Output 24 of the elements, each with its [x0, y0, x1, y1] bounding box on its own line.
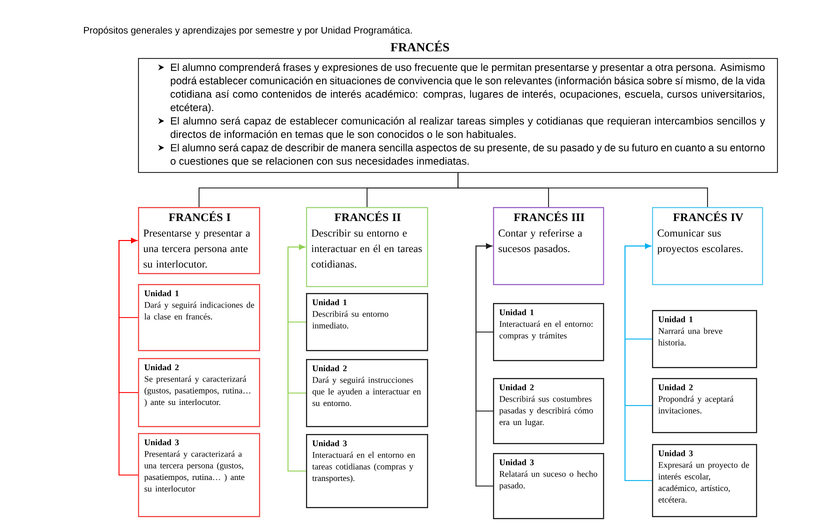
unit-box: Unidad 3 Expresará un proyecto de interés escolar, académico, artístico, etcétera.	[652, 444, 758, 518]
unit-box: Unidad 2 Se presentará y caracterizará (gustos, pasatiempos, rutina… ) ante su interlocutor.	[138, 358, 260, 428]
unit-box: Unidad 1 Narrará una breve historia.	[652, 310, 758, 368]
arrow	[118, 238, 138, 476]
unit-box: Unidad 2 Propondrá y aceptará invitaciones.	[652, 378, 758, 434]
unit-box: Unidad 2 Describirá sus costumbres pasadas y describirá cómo era un lugar.	[493, 378, 604, 444]
heading-text: Propósitos generales y aprendizajes por semestre y por Unidad Programática.	[84, 26, 412, 36]
arrow	[288, 244, 306, 472]
unit-box: Unidad 1 Interactuará en el entorno: compras y trámites	[493, 303, 604, 362]
unit-box: Unidad 3 Presentará y caracterizará a una tercera persona (gustos, pasatiempos, rutina… ) ante su interlocutor	[138, 433, 260, 518]
unit-box: Unidad 3 Interactuará en el entorno en tareas cotidianas (compras y transportes).	[306, 434, 428, 508]
semester-box: FRANCÉS II Describir su entorno e interactuar en él en tareas cotidianas.	[306, 207, 428, 288]
objectives-box: El alumno comprenderá frases y expresiones de uso frecuente que le permitan presentarse y presentar a otra persona. Asimismo podrá establecer comunicación en situaciones de convivencia que le son relevantes (información básica sobre sí mismo, de la vida cotidiana así como contenidos de interés académico: compras, lugares de interés, ocupaciones, escuela, cursos universitarios, etcétera). El alumno será capaz de establecer comunicación al realizar tareas simples y cotidianas que requieran intercambios sencillos y directos de información en temas que le son conocidos o le son habituales. El alumno será capaz de describir de manera sencilla aspectos de su presente, de su pasado y de su futuro en cuanto a su entorno o cuestiones que se relacionen con sus necesidades inmediatas.	[138, 58, 778, 173]
title: FRANCÉS	[390, 40, 449, 52]
semester-box: FRANCÉS III Contar y referirse a sucesos pasados.	[493, 207, 604, 286]
semester-box: FRANCÉS I Presentarse y presentar a una tercera persona ante su interlocutor.	[138, 207, 260, 274]
unit-box: Unidad 2 Dará y seguirá instrucciones que le ayuden a interactuar en su entorno.	[306, 359, 428, 428]
unit-box: Unidad 1 Dará y seguirá indicaciones de la clase en francés.	[138, 284, 260, 352]
arrow	[624, 243, 652, 481]
semester-box: FRANCÉS IV Comunicar sus proyectos escolares.	[652, 207, 764, 286]
arrow	[476, 243, 494, 486]
unit-box: Unidad 3 Relatará un suceso o hecho pasado.	[493, 453, 604, 520]
connector-line	[458, 172, 708, 208]
unit-box: Unidad 1 Describirá su entorno inmediato.	[306, 293, 428, 352]
